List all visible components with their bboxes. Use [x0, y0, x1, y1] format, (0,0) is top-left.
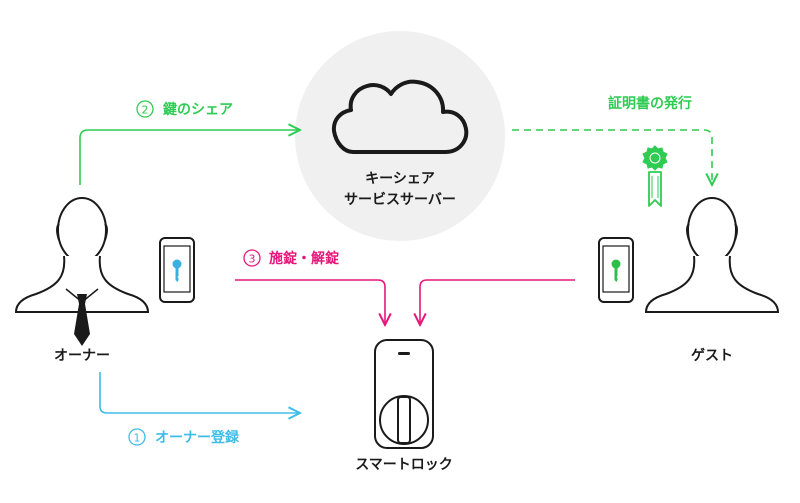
step3-number: 3: [249, 253, 256, 266]
step3-label: 3 施錠・解錠: [243, 249, 340, 267]
step1-text: オーナー登録: [155, 429, 240, 446]
step1-number-circle: [128, 428, 146, 446]
step2-text: 鍵のシェア: [163, 101, 233, 118]
step2-label: 2 鍵のシェア: [136, 100, 233, 118]
server-label-line1: キーシェア: [365, 171, 435, 187]
step3-number-circle: [243, 249, 261, 267]
tie-icon: [74, 294, 90, 346]
register-arrow: [99, 372, 300, 413]
certificate-label: 証明書の発行: [608, 95, 692, 112]
step1-number: 1: [134, 432, 141, 445]
step2-number-circle: [136, 100, 154, 118]
guest-phone-key-icon: [598, 237, 634, 303]
step2-number: 2: [142, 104, 149, 117]
step1-label: 1 オーナー登録: [128, 428, 240, 446]
owner-phone-key-icon: [159, 237, 195, 303]
guest-label: ゲスト: [691, 347, 733, 364]
certificate-ribbon-icon: [642, 145, 668, 207]
server-label-line2: サービスサーバー: [344, 192, 456, 208]
guest-lock-arrow: [420, 279, 575, 325]
cloud-icon: [331, 79, 469, 154]
owner-lock-arrow: [235, 279, 385, 325]
owner-label: オーナー: [54, 348, 110, 364]
share-arrow: [79, 130, 300, 185]
guest-person-icon: [644, 197, 780, 313]
server-background: [295, 31, 505, 241]
step3-text: 施錠・解錠: [269, 250, 340, 267]
certificate-arrow: [512, 129, 712, 185]
lock-label: スマートロック: [355, 457, 453, 473]
smart-lock-icon: [374, 339, 434, 449]
